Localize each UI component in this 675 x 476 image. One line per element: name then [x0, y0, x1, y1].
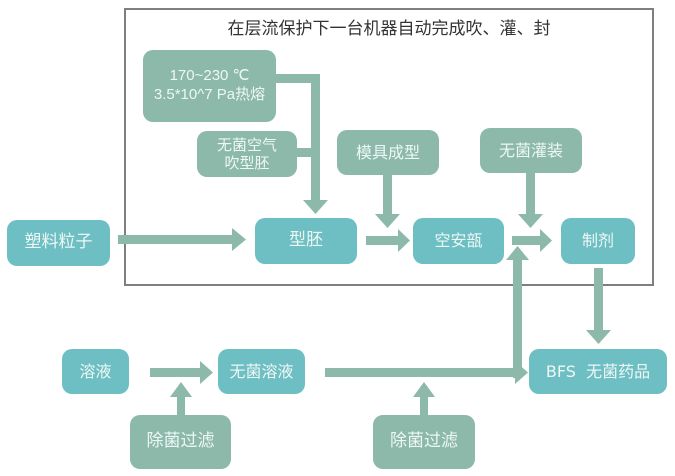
arrow-head-to-parison: [303, 200, 328, 214]
arrow-head-mold: [375, 214, 400, 228]
arrow-shaft-parison-ampoule: [366, 236, 400, 245]
arrow-shaft-solution-up: [513, 258, 522, 378]
arrow-head-sterile-bfs: [515, 361, 528, 384]
arrow-shaft-prep-bfs: [594, 268, 603, 332]
arrow-shaft-filter1: [177, 395, 185, 417]
connector-sterile-air: [296, 148, 320, 157]
laminar-flow-frame: [124, 8, 654, 286]
arrow-head-filling: [518, 214, 543, 228]
arrow-shaft-to-parison: [311, 74, 320, 202]
arrow-head-solution-up: [506, 246, 529, 260]
arrow-shaft-pellets: [118, 235, 234, 244]
plastic-pellets-box: 塑料粒子: [7, 220, 110, 266]
arrow-head-filter1: [170, 382, 192, 397]
arrow-head-prep-bfs: [586, 330, 611, 344]
arrow-head-pellets: [232, 228, 246, 251]
arrow-head-filter2: [413, 382, 435, 397]
diagram-title: 在层流保护下一台机器自动完成吹、灌、封: [227, 19, 551, 39]
arrow-shaft-ampoule-prep: [512, 236, 542, 245]
bfs-product-box: BFS 无菌药品: [529, 349, 667, 394]
sterile-solution-box: 无菌溶液: [218, 349, 305, 394]
preparation-box: 制剂: [561, 218, 635, 264]
filtration-box-2: 除菌过滤: [373, 415, 475, 469]
filtration-box-1: 除菌过滤: [130, 415, 231, 469]
sterile-filling-box: 无菌灌装: [480, 128, 582, 173]
mold-forming-box: 模具成型: [337, 130, 439, 175]
arrow-shaft-filter2: [420, 395, 428, 417]
connector-heat-melt: [276, 74, 320, 83]
arrow-head-ampoule-prep: [540, 229, 552, 252]
arrow-shaft-filling: [526, 172, 535, 216]
arrow-head-solution: [200, 361, 213, 384]
empty-ampoule-box: 空安瓿: [413, 218, 504, 264]
arrow-shaft-mold: [383, 172, 392, 216]
sterile-air-box: 无菌空气 吹型胚: [197, 131, 297, 177]
heat-melt-box: 170~230 ℃ 3.5*10^7 Pa热熔: [143, 50, 276, 122]
arrow-shaft-solution: [150, 368, 202, 377]
parison-box: 型胚: [255, 218, 357, 264]
solution-box: 溶液: [62, 349, 129, 394]
arrow-head-parison-ampoule: [398, 229, 410, 252]
arrow-shaft-sterile-bfs: [325, 368, 517, 377]
